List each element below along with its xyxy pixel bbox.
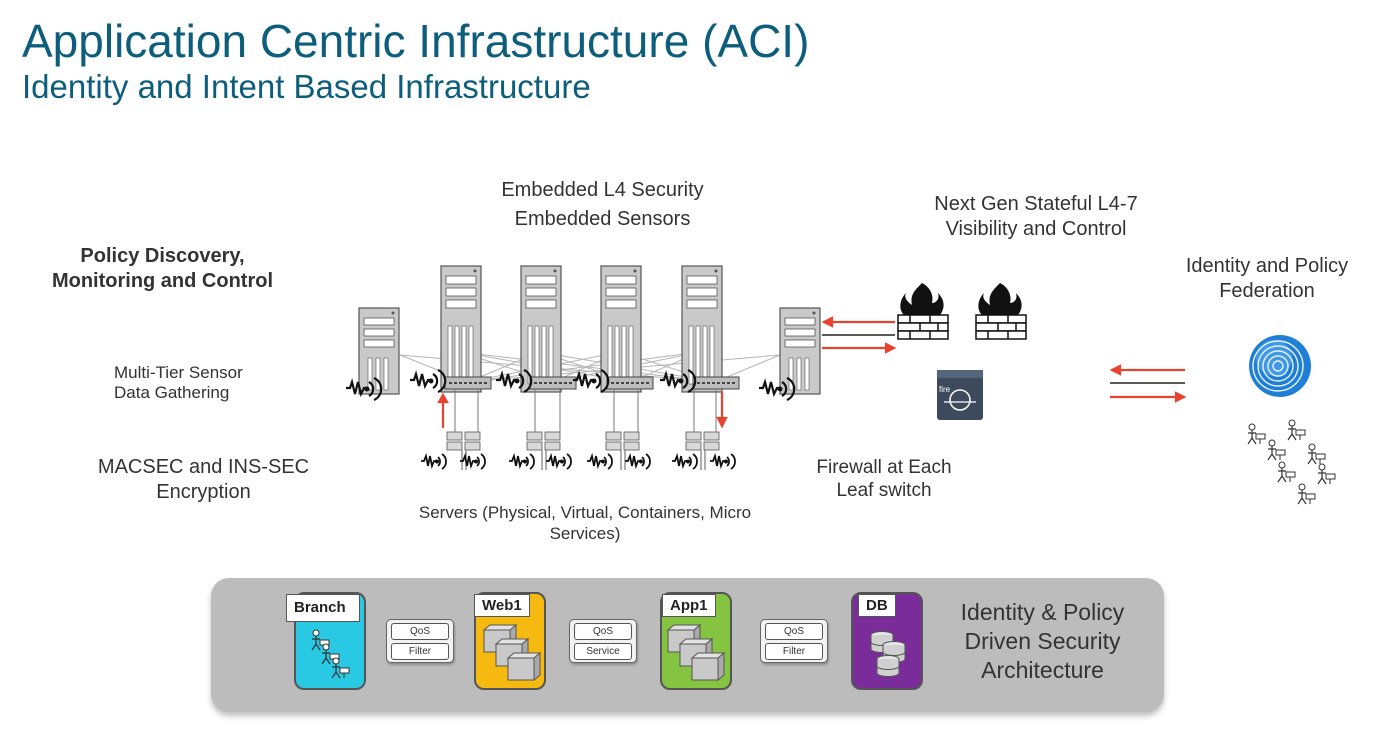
identity-fed-line2: Federation — [1219, 280, 1315, 302]
nextgen-line2: Visibility and Control — [945, 218, 1127, 240]
server-sensor-icon-5 — [586, 453, 613, 470]
server-rack-icon-2 — [526, 431, 561, 471]
epg-branch-label: Branch — [286, 594, 360, 622]
spine-server-icon-1 — [440, 265, 482, 393]
server-sensor-icon-2 — [459, 453, 486, 470]
leaf-switch-icon-2 — [529, 376, 577, 390]
sensor-icon-2 — [408, 368, 447, 394]
fingerprint-icon — [1249, 335, 1311, 397]
server-rack-icon-1 — [446, 431, 481, 471]
border-server-icon — [779, 307, 821, 395]
policy-discovery-line2: Monitoring and Control — [51, 270, 274, 292]
contract-filter-3: Filter — [765, 643, 823, 660]
identity-fed-line1: Identity and Policy — [1185, 255, 1349, 277]
leaf-switch-icon-4 — [692, 376, 740, 390]
macsec-label: MACSEC and INS-SEC Encryption — [66, 455, 341, 505]
contract-branch-web1[interactable]: QoS Filter — [386, 619, 454, 663]
embedded-security-label: Embedded L4 Security Embedded Sensors — [450, 176, 755, 234]
identity-federation-label: Identity and Policy Federation — [1160, 254, 1374, 304]
multitier-line2: Data Gathering — [114, 383, 230, 402]
server-sensor-icon-8 — [709, 453, 736, 470]
band-text-line2: Driven Security — [964, 628, 1121, 654]
firewall-leaf-label: Firewall at Each Leaf switch — [794, 456, 974, 502]
leaf-to-rack-links — [454, 389, 717, 432]
embedded-line1: Embedded L4 Security — [501, 179, 704, 201]
server-sensor-icon-3 — [508, 453, 535, 470]
page-subtitle: Identity and Intent Based Infrastructure — [22, 68, 591, 105]
contract-qos-3: QoS — [765, 623, 823, 640]
identity-policy-architecture-label: Identity & Policy Driven Security Archit… — [940, 598, 1145, 685]
contract-qos-1: QoS — [391, 623, 449, 640]
firepower-appliance-icon: fire — [937, 370, 983, 420]
firewall-icon-1 — [897, 282, 949, 340]
firewall-icon-2 — [975, 282, 1027, 340]
leaf-switch-icon-1 — [444, 376, 492, 390]
server-sensor-icon-4 — [545, 453, 572, 470]
multitier-line1: Multi-Tier Sensor — [114, 363, 243, 382]
spine-server-icon-4 — [681, 265, 723, 393]
traffic-arrows — [437, 316, 1187, 429]
firepower-label: fire — [939, 385, 951, 394]
epg-db-label: DB — [858, 594, 896, 617]
contract-web1-app1[interactable]: QoS Service — [569, 619, 637, 663]
users-icon — [1247, 419, 1336, 505]
policy-discovery-label: Policy Discovery, Monitoring and Control — [30, 244, 295, 294]
embedded-line2: Embedded Sensors — [514, 208, 691, 230]
multitier-label: Multi-Tier Sensor Data Gathering — [114, 363, 314, 403]
band-text-line1: Identity & Policy — [960, 599, 1125, 625]
firewall-line1: Firewall at Each — [816, 457, 952, 478]
nextgen-label: Next Gen Stateful L4-7 Visibility and Co… — [896, 192, 1176, 242]
contract-service-2: Service — [574, 643, 632, 660]
epg-app1-label: App1 — [662, 594, 716, 617]
connector-lines — [822, 334, 1185, 384]
band-text-line3: Architecture — [981, 657, 1104, 683]
macsec-line2: Encryption — [156, 481, 251, 503]
contract-app1-db[interactable]: QoS Filter — [760, 619, 828, 663]
nextgen-line1: Next Gen Stateful L4-7 — [934, 193, 1138, 215]
server-sensor-icon-7 — [671, 453, 698, 470]
contract-qos-2: QoS — [574, 623, 632, 640]
servers-line2: Services) — [549, 524, 621, 543]
page-title: Application Centric Infrastructure (ACI) — [22, 15, 810, 67]
server-sensor-icon-1 — [420, 453, 447, 470]
policy-discovery-line1: Policy Discovery, — [80, 245, 245, 267]
macsec-line1: MACSEC and INS-SEC — [97, 456, 310, 478]
spine-server-icon-3 — [600, 265, 642, 393]
server-sensor-icon-6 — [624, 453, 651, 470]
epg-web1-label: Web1 — [474, 594, 530, 617]
servers-line1: Servers (Physical, Virtual, Containers, … — [418, 503, 752, 522]
contract-filter-1: Filter — [391, 643, 449, 660]
firewall-line2: Leaf switch — [836, 480, 932, 501]
servers-label: Servers (Physical, Virtual, Containers, … — [390, 502, 780, 544]
leaf-switch-icon-3 — [606, 376, 654, 390]
